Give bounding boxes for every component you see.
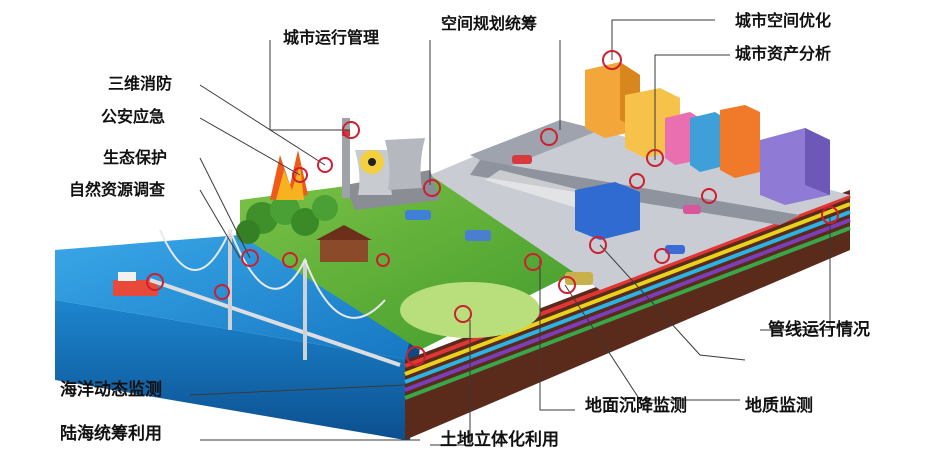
city-buildings [575,62,830,240]
power-plant [342,118,440,210]
label-land-sea-coordination: 陆海统筹利用 [60,424,162,444]
label-spatial-planning: 空间规划统筹 [441,14,538,33]
label-marine-dynamic-monitoring: 海洋动态监测 [60,380,162,400]
label-urban-asset-analysis: 城市资产分析 [735,44,832,63]
label-ground-subsidence-monitoring: 地面沉降监测 [585,396,687,416]
forest-fire [236,150,372,262]
label-land-3d-utilization: 土地立体化利用 [440,430,559,450]
monitoring-markers [146,50,839,366]
label-fire-3d: 三维消防 [108,74,173,93]
suspension-bridge [149,227,401,367]
label-urban-space-optimization: 城市空间优化 [735,11,832,30]
label-ecological-protection: 生态保护 [103,148,168,167]
label-urban-operation-management: 城市运行管理 [283,28,380,47]
label-natural-resource-survey: 自然资源调查 [69,180,166,199]
vehicles [113,155,701,296]
label-public-security-emergency: 公安应急 [101,107,166,126]
label-geological-monitoring: 地质监测 [745,396,813,416]
leader-lines [189,19,831,446]
label-pipeline-operation: 管线运行情况 [768,320,870,340]
